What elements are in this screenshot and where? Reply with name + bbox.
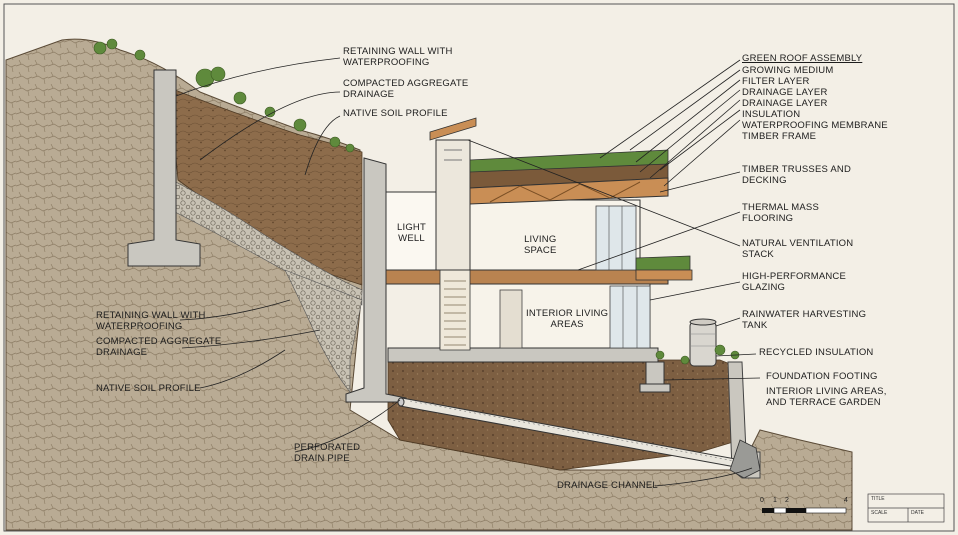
stair <box>439 269 471 351</box>
green-roof <box>469 149 669 205</box>
title-block-scale: SCALE <box>871 510 888 516</box>
footing-base <box>639 383 671 393</box>
label-foundation-footing: FOUNDATION FOOTING <box>766 371 878 382</box>
terrace-deck <box>635 269 693 281</box>
upper-gravel-band <box>171 179 363 306</box>
ventilation-stack <box>429 117 477 271</box>
label-green-roof-assembly: GREEN ROOF ASSEMBLY <box>742 53 863 64</box>
drain-pipe <box>397 397 753 471</box>
lower-doorway <box>499 289 523 349</box>
title-block <box>867 493 945 523</box>
scale-tick-0: 0 <box>760 497 764 504</box>
lower-glazing <box>609 285 651 349</box>
label-native-soil-lower: NATIVE SOIL PROFILE <box>96 383 201 394</box>
lower-gravel-wedge <box>284 269 363 393</box>
label-interior-terrace: INTERIOR LIVING AREAS,AND TERRACE GARDEN <box>766 386 887 408</box>
scale-bar <box>762 507 847 514</box>
title-block-date: DATE <box>911 510 924 516</box>
light-well-volume <box>385 191 437 271</box>
label-drainage-channel: DRAINAGE CHANNEL <box>557 480 658 491</box>
upper-retaining-wall <box>127 69 201 267</box>
drainage-channel <box>729 439 761 479</box>
upper-glazing <box>595 205 637 271</box>
label-native-soil-upper: NATIVE SOIL PROFILE <box>343 108 448 119</box>
mid-floor-slab <box>385 269 669 285</box>
rainwater-tank <box>689 318 717 367</box>
title-block-title: TITLE <box>871 496 885 502</box>
scale-tick-4: 4 <box>844 497 848 504</box>
scale-tick-2: 2 <box>785 497 789 504</box>
scale-tick-1: 1 <box>773 497 777 504</box>
ground-floor-slab <box>387 347 659 363</box>
leader-lines <box>175 57 761 487</box>
vegetation <box>93 38 740 365</box>
label-recycled-insulation: RECYCLED INSULATION <box>759 347 874 358</box>
sheet-border <box>3 3 955 532</box>
